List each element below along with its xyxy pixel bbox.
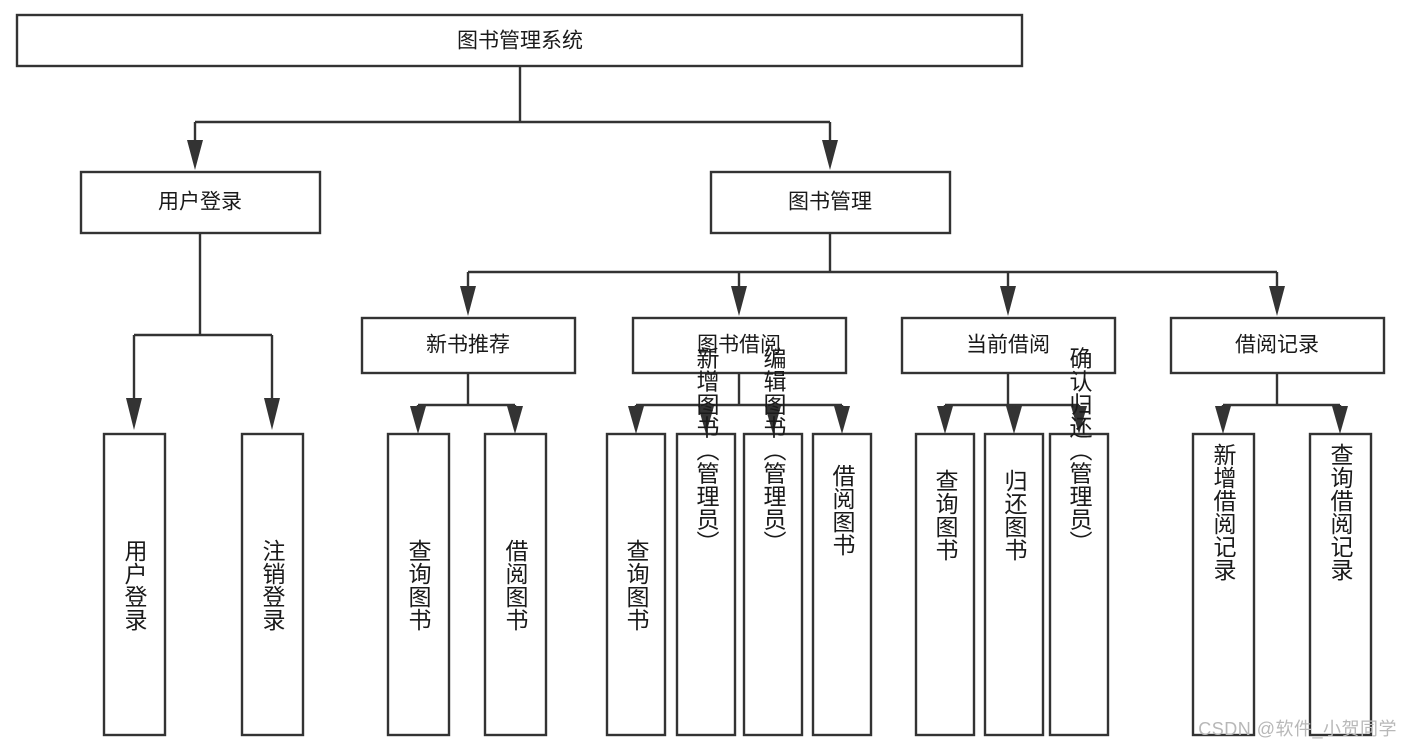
leaf-bb-query-book-box[interactable] bbox=[605, 432, 667, 737]
node-new-book-recommend-label: 新书推荐 bbox=[426, 334, 510, 357]
node-borrow-record[interactable]: 借阅记录 bbox=[1169, 316, 1386, 375]
arrowhead-user-login bbox=[187, 140, 203, 170]
arrowhead-current-borrow bbox=[1000, 286, 1016, 316]
node-book-borrow-label: 图书借阅 bbox=[697, 334, 781, 357]
arrowhead-leaf-cb-1 bbox=[937, 406, 953, 434]
leaf-bb-add-book-box[interactable] bbox=[675, 432, 737, 737]
node-book-borrow[interactable]: 图书借阅 bbox=[631, 316, 848, 375]
arrowhead-leaf-logout bbox=[264, 398, 280, 430]
arrowhead-borrow-record bbox=[1269, 286, 1285, 316]
node-book-management-label: 图书管理 bbox=[788, 191, 872, 214]
node-new-book-recommend-box[interactable] bbox=[360, 316, 577, 375]
node-current-borrow[interactable]: 当前借阅 bbox=[900, 316, 1117, 375]
node-book-management-box[interactable] bbox=[709, 170, 952, 235]
leaf-br-query-record[interactable]: 查询借阅记录 bbox=[1308, 432, 1373, 737]
node-user-login-label: 用户登录 bbox=[158, 191, 242, 214]
leaf-cb-confirm-return[interactable]: 确认归还（管理员） bbox=[1048, 347, 1110, 737]
leaf-logout-label: 注销登录 bbox=[259, 539, 286, 631]
node-book-management[interactable]: 图书管理 bbox=[709, 170, 952, 235]
node-new-book-recommend[interactable]: 新书推荐 bbox=[360, 316, 577, 375]
leaf-user-login[interactable]: 用户登录 bbox=[102, 432, 167, 737]
arrowhead-book-manage bbox=[822, 140, 838, 170]
arrowhead-book-borrow bbox=[731, 286, 747, 316]
leaf-bb-query-book[interactable]: 查询图书 bbox=[605, 432, 667, 737]
node-borrow-record-label: 借阅记录 bbox=[1235, 334, 1319, 357]
leaf-logout[interactable]: 注销登录 bbox=[240, 432, 305, 737]
arrowhead-leaf-br-2 bbox=[1332, 406, 1348, 434]
leaf-nb-borrow-book-label: 借阅图书 bbox=[502, 539, 529, 631]
leaf-logout-box[interactable] bbox=[240, 432, 305, 737]
leaf-cb-query-book-box[interactable] bbox=[914, 432, 976, 737]
leaf-bb-borrow-book-box[interactable] bbox=[811, 432, 873, 737]
leaf-bb-borrow-book-label: 借阅图书 bbox=[829, 464, 856, 556]
node-root[interactable]: 图书管理系统 bbox=[15, 13, 1024, 68]
leaf-br-query-record-label: 查询借阅记录 bbox=[1327, 443, 1354, 581]
leaf-br-add-record[interactable]: 新增借阅记录 bbox=[1191, 432, 1256, 737]
leaf-cb-confirm-return-label: 确认归还（管理员） bbox=[1066, 347, 1093, 554]
arrowhead-leaf-user-login bbox=[126, 398, 142, 430]
leaf-cb-query-book[interactable]: 查询图书 bbox=[914, 432, 976, 737]
leaf-bb-edit-book[interactable]: 编辑图书（管理员） bbox=[742, 347, 804, 737]
leaf-bb-edit-book-box[interactable] bbox=[742, 432, 804, 737]
leaf-bb-query-book-label: 查询图书 bbox=[623, 539, 650, 631]
leaf-nb-borrow-book-box[interactable] bbox=[483, 432, 548, 737]
leaf-br-add-record-box[interactable] bbox=[1191, 432, 1256, 737]
leaf-nb-query-book-label: 查询图书 bbox=[405, 539, 432, 631]
arrowhead-leaf-nb-1 bbox=[410, 406, 426, 434]
arrowhead-new-book-recommend bbox=[460, 286, 476, 316]
leaf-nb-query-book[interactable]: 查询图书 bbox=[386, 432, 451, 737]
leaf-cb-confirm-return-box[interactable] bbox=[1048, 432, 1110, 737]
leaf-bb-add-book-label: 新增图书（管理员） bbox=[693, 347, 720, 554]
arrowhead-leaf-cb-3 bbox=[1071, 406, 1087, 434]
node-root-box[interactable] bbox=[15, 13, 1024, 68]
arrowhead-leaf-bb-3 bbox=[765, 406, 781, 434]
node-user-login-box[interactable] bbox=[79, 170, 322, 235]
leaf-nb-borrow-book[interactable]: 借阅图书 bbox=[483, 432, 548, 737]
leaf-cb-return-book[interactable]: 归还图书 bbox=[983, 432, 1045, 737]
leaf-cb-return-book-label: 归还图书 bbox=[1001, 469, 1028, 561]
leaf-cb-query-book-label: 查询图书 bbox=[932, 469, 959, 561]
arrowhead-leaf-bb-1 bbox=[628, 406, 644, 434]
arrowhead-leaf-br-1 bbox=[1215, 406, 1231, 434]
arrowhead-leaf-bb-4 bbox=[834, 406, 850, 434]
leaf-nb-query-book-box[interactable] bbox=[386, 432, 451, 737]
node-borrow-record-box[interactable] bbox=[1169, 316, 1386, 375]
leaf-bb-edit-book-label: 编辑图书（管理员） bbox=[760, 347, 787, 554]
leaf-user-login-box[interactable] bbox=[102, 432, 167, 737]
leaf-bb-borrow-book[interactable]: 借阅图书 bbox=[811, 432, 873, 737]
node-current-borrow-label: 当前借阅 bbox=[966, 334, 1050, 357]
node-user-login[interactable]: 用户登录 bbox=[79, 170, 322, 235]
arrowhead-leaf-bb-2 bbox=[698, 406, 714, 434]
arrowhead-leaf-nb-2 bbox=[507, 406, 523, 434]
leaf-br-query-record-box[interactable] bbox=[1308, 432, 1373, 737]
node-root-label: 图书管理系统 bbox=[457, 30, 583, 53]
leaf-bb-add-book[interactable]: 新增图书（管理员） bbox=[675, 347, 737, 737]
node-book-borrow-box[interactable] bbox=[631, 316, 848, 375]
leaf-cb-return-book-box[interactable] bbox=[983, 432, 1045, 737]
node-current-borrow-box[interactable] bbox=[900, 316, 1117, 375]
leaf-br-add-record-label: 新增借阅记录 bbox=[1210, 443, 1237, 581]
arrowhead-leaf-cb-2 bbox=[1006, 406, 1022, 434]
leaf-user-login-label: 用户登录 bbox=[121, 539, 148, 631]
connector-layer bbox=[126, 66, 1348, 434]
